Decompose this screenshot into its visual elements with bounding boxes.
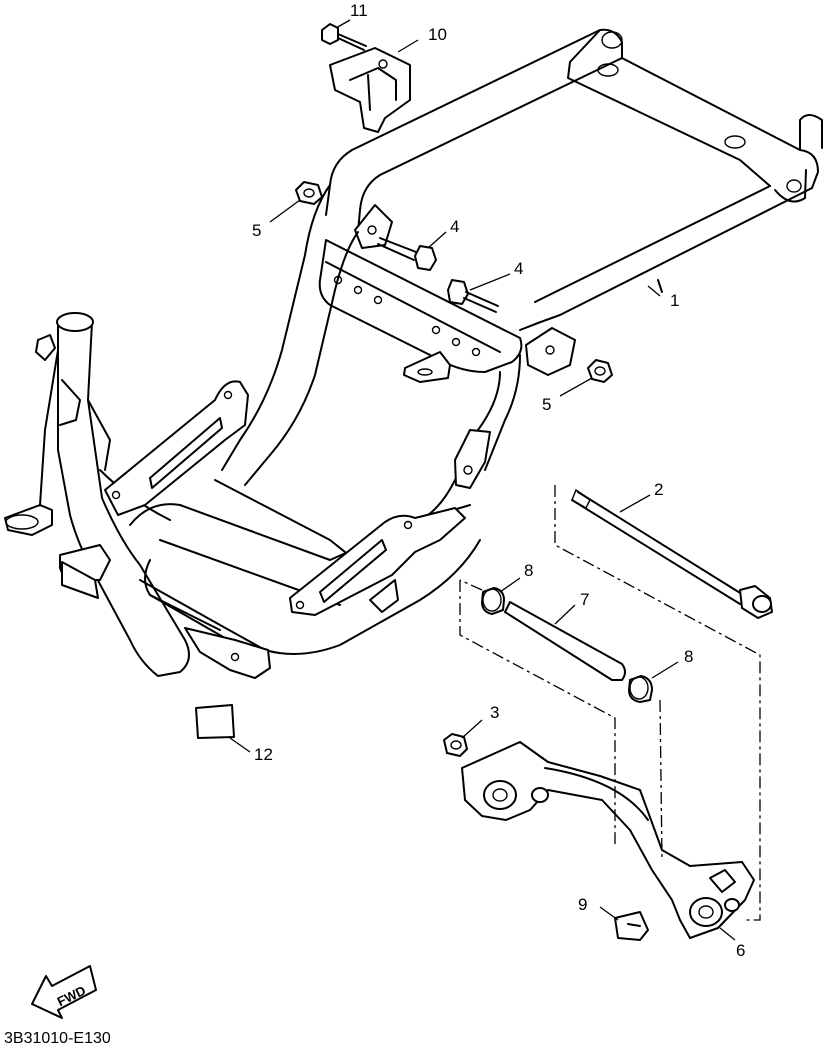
nut-5-upper [295, 181, 323, 205]
part-label-5-upper: 5 [252, 221, 261, 240]
part-label-1: 1 [670, 291, 679, 310]
part-label-11: 11 [350, 1, 368, 20]
collar-8-left [481, 587, 505, 615]
part-label-8-lower: 8 [684, 647, 693, 666]
nut-5-lower [587, 359, 613, 383]
part-label-8-upper: 8 [524, 561, 533, 580]
leader-lines [229, 19, 736, 941]
collar-8-right [628, 675, 653, 703]
assembly-lines [459, 485, 761, 921]
part-label-5-lower: 5 [542, 395, 551, 414]
shaft-7 [504, 601, 626, 681]
bracket-10 [329, 47, 411, 133]
part-label-9: 9 [578, 895, 587, 914]
diagram-code: 3B31010-E130 [4, 1030, 111, 1047]
part-label-7: 7 [580, 590, 589, 609]
bolt-4-upper [377, 237, 437, 271]
damper-9 [614, 911, 649, 941]
nut-3 [443, 733, 468, 757]
part-label-4-lower: 4 [514, 259, 523, 278]
bolt-11 [321, 23, 367, 51]
part-label-10: 10 [428, 25, 447, 44]
label-plate-12 [195, 704, 235, 739]
engine-mount-bracket [461, 741, 755, 939]
part-label-3: 3 [490, 703, 499, 722]
part-label-4-upper: 4 [450, 217, 459, 236]
main-frame [4, 28, 823, 679]
bolt-2 [571, 488, 773, 619]
part-label-2: 2 [654, 480, 663, 499]
bolt-4-lower [447, 279, 499, 313]
fwd-arrow-icon: FWD [31, 965, 97, 1019]
part-label-12: 12 [254, 745, 273, 764]
part-label-6: 6 [736, 941, 745, 960]
